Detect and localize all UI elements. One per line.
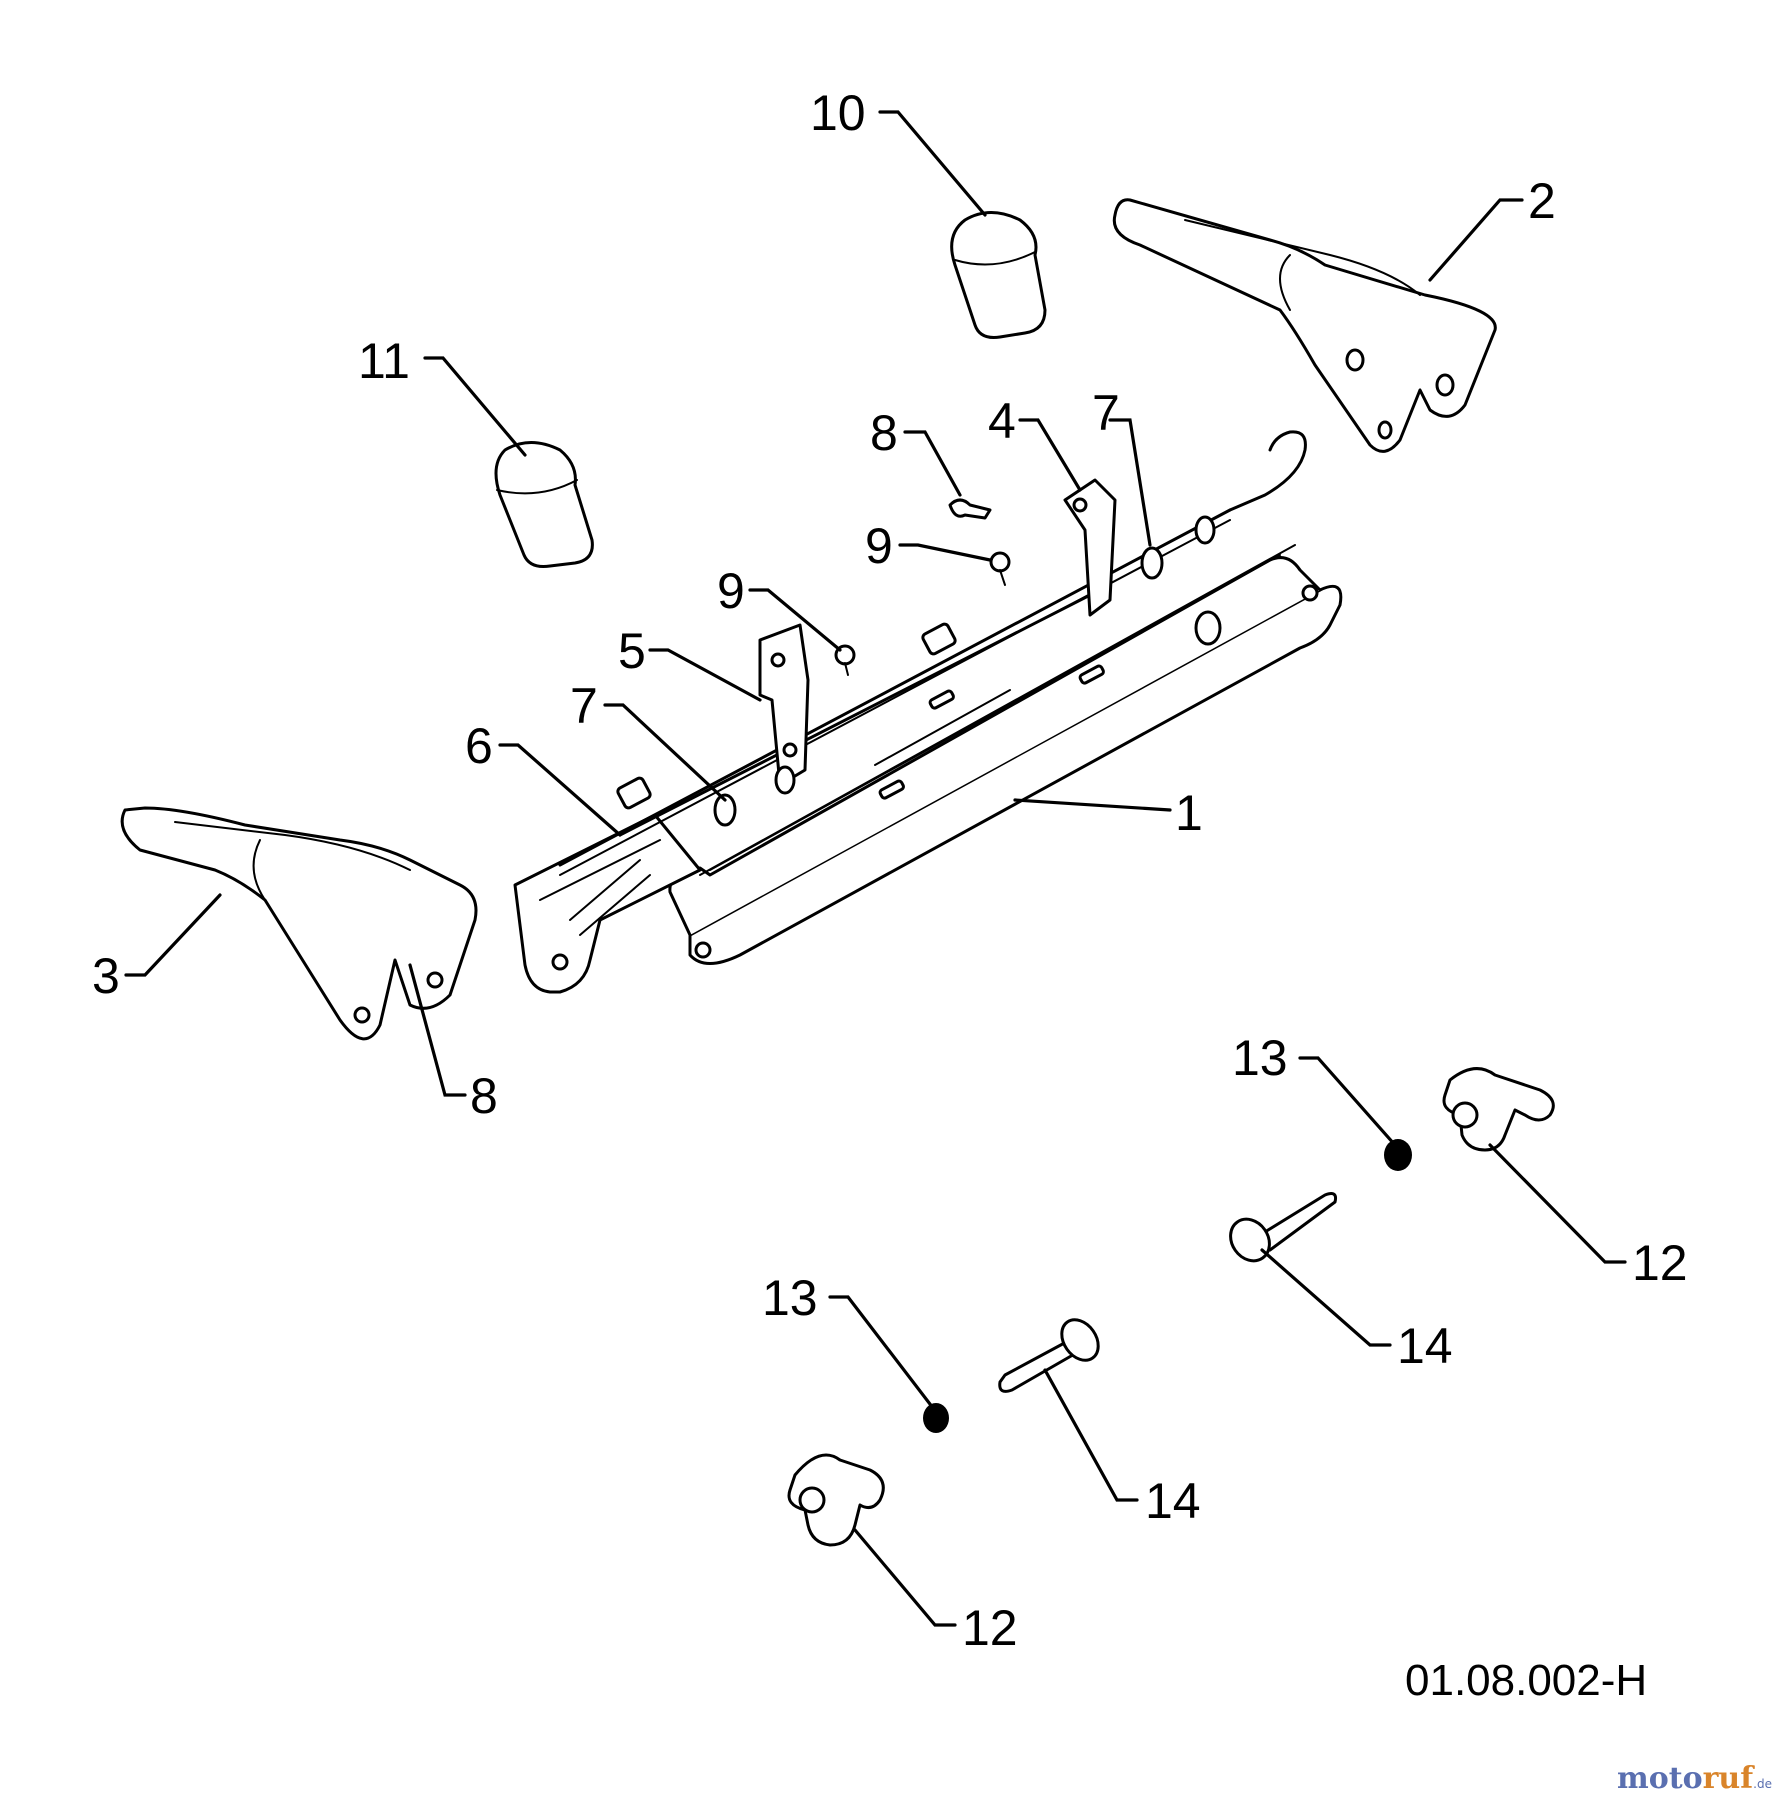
callout-3: 3	[92, 948, 120, 1004]
callout-8a: 8	[870, 405, 898, 461]
callout-1: 1	[1175, 785, 1203, 841]
part-12-knob-right	[1442, 1067, 1555, 1152]
leader-5	[648, 648, 762, 702]
part-6-pivot	[616, 622, 957, 810]
part-14-bolt-right	[1229, 1192, 1337, 1263]
leader-9a	[898, 543, 992, 562]
callout-14b: 14	[1145, 1473, 1201, 1529]
callout-10: 10	[810, 85, 866, 141]
leader-lines	[124, 110, 1627, 1627]
leader-4	[1018, 418, 1082, 492]
callout-6: 6	[465, 718, 493, 774]
callout-13b: 13	[762, 1270, 818, 1326]
leader-7a	[603, 703, 727, 802]
callout-8b: 8	[470, 1068, 498, 1124]
leader-11	[423, 356, 527, 457]
leader-10	[878, 110, 987, 217]
part-12-knob-left	[787, 1453, 885, 1547]
washer-7-right	[1140, 515, 1216, 580]
part-4-bracket	[1063, 478, 1117, 617]
leader-14a	[1260, 1248, 1392, 1347]
end-bracket-left	[513, 813, 702, 994]
callout-5: 5	[618, 623, 646, 679]
washer-7-left	[713, 765, 796, 827]
callout-14a: 14	[1397, 1318, 1453, 1374]
part-14-bolt-left	[998, 1318, 1100, 1393]
leader-7b	[1108, 418, 1152, 547]
callout-7b: 7	[1092, 385, 1120, 441]
watermark-logo: motoruf.de	[1617, 1761, 1772, 1796]
callout-13a: 13	[1232, 1030, 1288, 1086]
part-3-left-lever	[120, 806, 478, 1041]
leader-8a	[903, 430, 962, 497]
leader-6	[498, 743, 622, 837]
leader-13b	[828, 1295, 935, 1410]
shaft-assembly	[558, 430, 1307, 876]
callout-11: 11	[358, 333, 410, 389]
part-1-main-plate	[668, 544, 1343, 965]
callout-12b: 12	[962, 1600, 1018, 1656]
part-11-knob	[494, 441, 594, 568]
svg-text:motoruf.de: motoruf.de	[1617, 1761, 1772, 1796]
part-13-nut-right	[1384, 1139, 1412, 1171]
leader-8b	[408, 963, 467, 1097]
leader-9b	[748, 588, 842, 652]
leader-13a	[1298, 1056, 1397, 1147]
bolt-9-top	[989, 551, 1011, 586]
part-13-nut-left	[923, 1403, 949, 1433]
leader-2	[1428, 198, 1524, 282]
clip-8-top	[948, 498, 992, 520]
callout-9b: 9	[717, 563, 745, 619]
callout-labels: 1 2 3 4 5 6 7 7 8 8 9 9 10 11 12 12 13 1…	[92, 85, 1688, 1656]
callout-12a: 12	[1632, 1235, 1688, 1291]
leader-3	[124, 893, 222, 977]
drawing-code: 01.08.002-H	[1405, 1656, 1647, 1705]
callout-4: 4	[988, 393, 1016, 449]
part-10-knob	[950, 211, 1047, 339]
leader-12b	[853, 1528, 957, 1627]
callout-7a: 7	[570, 678, 598, 734]
callout-9a: 9	[865, 518, 893, 574]
leader-14b	[1043, 1368, 1139, 1502]
callout-2: 2	[1528, 173, 1556, 229]
leader-1	[1013, 798, 1172, 812]
leader-12a	[1488, 1143, 1627, 1264]
part-2-right-lever	[1112, 198, 1497, 453]
